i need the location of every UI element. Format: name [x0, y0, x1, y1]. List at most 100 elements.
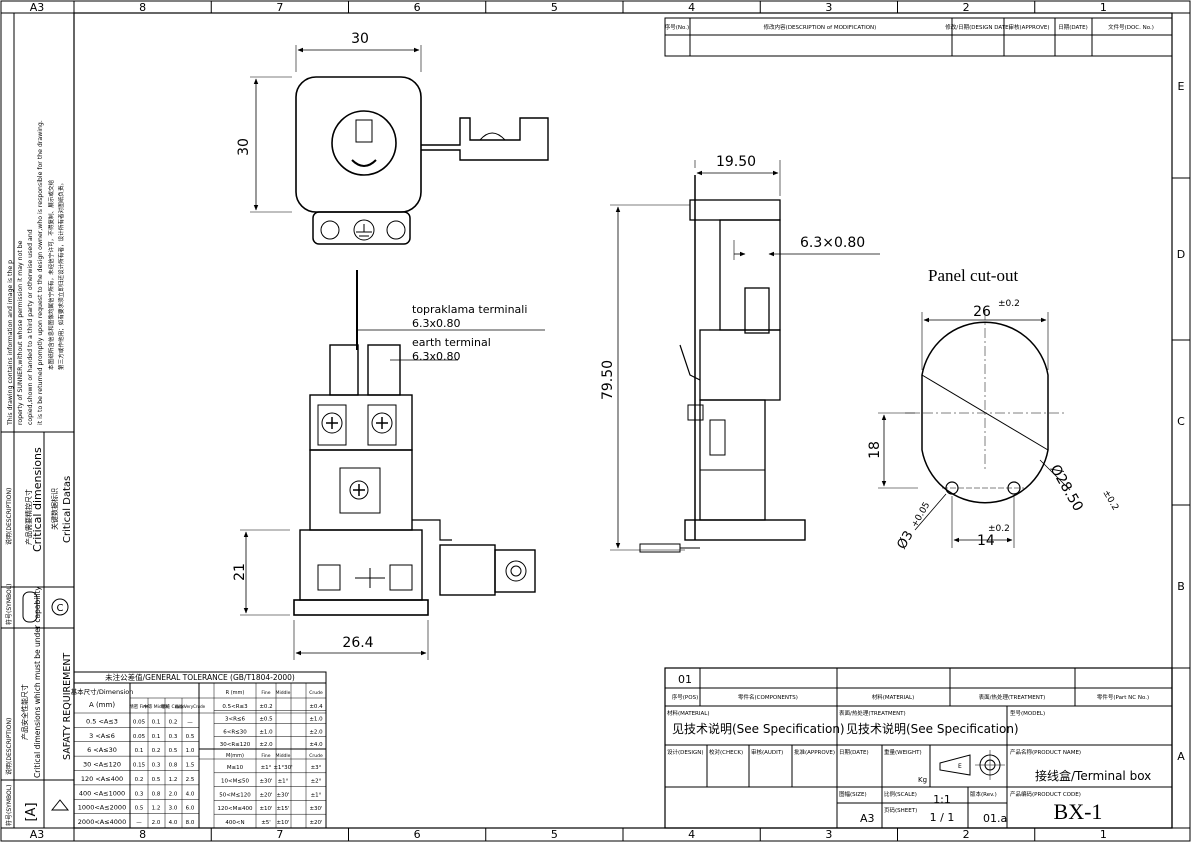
side-view-width-dim: 19.50: [716, 154, 756, 170]
tol-cell: —: [136, 820, 142, 826]
panel-cutout: [878, 310, 1071, 548]
angle-cell: ±1°: [278, 779, 289, 785]
front-view-width-dim: 26.4: [342, 635, 373, 651]
radius-cell: ±2.0: [259, 742, 273, 748]
symbol-c: C: [57, 603, 64, 614]
row-label-c: C: [1177, 415, 1185, 428]
angle-cell: ±20': [259, 792, 272, 798]
tolerance-table: [73, 671, 327, 829]
angle-cell: ±5': [261, 820, 271, 826]
weight-label: 重量(WEIGHT): [884, 748, 922, 756]
col-label-top: 7: [276, 1, 283, 14]
col-label-top: 6: [414, 1, 421, 14]
tol-cell: 6 <A≤30: [87, 746, 117, 754]
components-label: 零件名(COMPONENTS): [738, 693, 798, 701]
title-block: [664, 667, 1173, 829]
side-view-height-dim: 79.50: [600, 360, 616, 400]
scale-label: 比例(SCALE): [884, 790, 917, 798]
product-code-label: 产品编码(PRODUCT CODE): [1010, 790, 1081, 798]
sheet-label: 页码(SHEET): [884, 806, 917, 814]
front-view-height-dim: 21: [232, 563, 248, 581]
col-label-bottom: 7: [276, 828, 283, 841]
pos-label: 序号(POS): [672, 693, 698, 701]
rev-label: 版本(Rev.): [970, 790, 997, 798]
angle-cell: 120<M≤400: [218, 806, 253, 812]
angle-cell: M≤10: [227, 765, 244, 771]
cutout-flat: 18: [867, 441, 883, 459]
tolerance-title: 未注公差值/GENERAL TOLERANCE (GB/T1804-2000): [105, 672, 295, 682]
critical-datas-label: Critical Datas: [62, 476, 73, 543]
part-no-label: 零件号(Part NC No.): [1097, 693, 1149, 701]
notice-en-3: copied,shown or handed to a third party …: [27, 229, 34, 425]
angle-cell: ±2°: [311, 779, 322, 785]
safety-line: Critical dimensions which must be under …: [33, 586, 42, 778]
tol-cell: 6.0: [186, 806, 195, 812]
cutout-width: 26: [973, 304, 991, 320]
tol-cell: 1.2: [169, 777, 178, 783]
col-label-top: 5: [551, 1, 558, 14]
left-panel-lines: [1, 13, 74, 828]
symbol-label-top: 符号(SYMBOL): [5, 584, 13, 625]
angle-col-crude: Crude: [309, 753, 323, 759]
tol-cell: 0.5: [135, 806, 144, 812]
front-view: [240, 270, 545, 660]
tol-col-fine: 精密 Fine: [129, 703, 149, 710]
rev-col-approve: 审核(APPROVE): [1009, 23, 1050, 31]
treatment-value: 见技术说明(See Specification): [846, 721, 1019, 736]
cutout-hole-tol: +0.05: [910, 501, 932, 530]
rev-value: 01.a: [983, 812, 1007, 825]
tol-cell: 4.0: [169, 820, 178, 826]
tol-cell: 0.5: [152, 777, 161, 783]
col-label-bottom: 4: [688, 828, 695, 841]
angle-col-middle: Middle: [276, 753, 291, 759]
tol-cell: 0.2: [152, 748, 161, 754]
cutout-diameter-tol: ±0.2: [1100, 489, 1120, 513]
radius-cell: 30<R≤120: [220, 742, 251, 748]
treatment-col-label: 表面/热处理(TREATMENT): [979, 693, 1046, 701]
tol-cell: 0.5 <A≤3: [86, 717, 118, 725]
row-label-b: B: [1177, 580, 1185, 593]
radius-col-fine: Fine: [261, 690, 270, 696]
top-view-width-dim: 30: [351, 31, 369, 47]
tol-cell: 2000<A≤4000: [78, 818, 126, 826]
tol-cell: 8.0: [186, 820, 195, 826]
top-view-height-dim: 30: [236, 138, 252, 156]
radius-cell: ±0.2: [259, 704, 272, 710]
pos-number: 01: [678, 673, 692, 686]
notice-cn-2: 第三方或作他用；如有要求须立即归还设计所有者，设计所有者对图纸负责。: [57, 180, 65, 370]
critical-dimensions-label: Critical dimensions: [31, 447, 44, 552]
radius-cell: ±0.5: [259, 717, 273, 723]
col-label-bottom: 1: [1100, 828, 1107, 841]
tol-cell: 0.3: [152, 763, 161, 769]
rev-col-design-date: 修改/日期(DESIGN DATE): [945, 23, 1010, 31]
angle-cell: ±1°: [261, 765, 272, 771]
radius-cell: 6<R≤30: [223, 729, 247, 735]
symbol-a: [A]: [24, 802, 39, 821]
safety-requirement: SAFATY REQUIREMENT: [62, 653, 73, 760]
tol-cell: 4.0: [186, 791, 195, 797]
tol-cell: 2.0: [152, 820, 161, 826]
rev-col-pos: 序号(No.): [665, 23, 689, 31]
radius-cell: 0.5<R≤3: [222, 704, 248, 710]
date-label: 日期(DATE): [839, 749, 869, 756]
tol-cell: 1.5: [186, 763, 195, 769]
size-value: A3: [860, 812, 875, 825]
tol-cell: 0.2: [135, 777, 144, 783]
angle-cell: 10<M≤50: [221, 779, 249, 785]
material-value: 见技术说明(See Specification): [672, 721, 845, 736]
angle-col-fine: Fine: [261, 753, 270, 759]
col-label-bottom: 8: [139, 828, 146, 841]
top-view: [250, 45, 549, 245]
angle-cell: ±20': [309, 820, 322, 826]
tol-col-dimension: 基本尺寸/Dimension: [71, 687, 134, 696]
cutout-diameter: Ø28.50: [1047, 462, 1086, 514]
rev-col-date: 日期(DATE): [1058, 24, 1088, 31]
col-label-top: 3: [825, 1, 832, 14]
tol-cell: 400 <A≤1000: [79, 789, 125, 797]
radius-col-r: R (mm): [226, 690, 245, 696]
tol-cell: 3.0: [169, 806, 178, 812]
rev-col-description: 修改内容(DESCRIPTION of MODIFICATION): [764, 23, 877, 31]
safety-cn: 产品安全性能尺寸: [20, 684, 29, 740]
col-label-top: 2: [963, 1, 970, 14]
